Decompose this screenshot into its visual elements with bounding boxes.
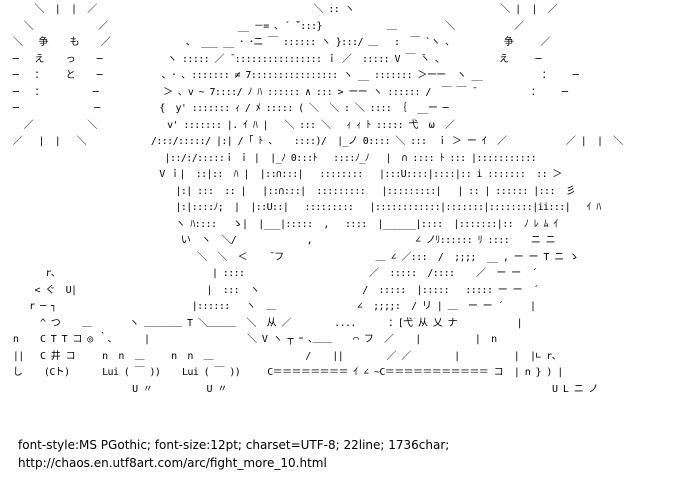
source-url-text: http://chaos.en.utf8art.com/arc/fight_mo… [18,456,327,470]
ascii-art-frame: ＼ | | ／ ＼ :: ヽ ＼ | | ／ ＼ ／ __ －= ､ ´ ̄`:… [12,4,623,395]
caption-block: font-style:MS PGothic; font-size:12pt; c… [18,436,688,472]
font-info-text: font-style:MS PGothic; font-size:12pt; c… [18,438,450,452]
ascii-art: ＼ | | ／ ＼ :: ヽ ＼ | | ／ ＼ ／ __ －= ､ ´ ̄`:… [12,4,623,395]
